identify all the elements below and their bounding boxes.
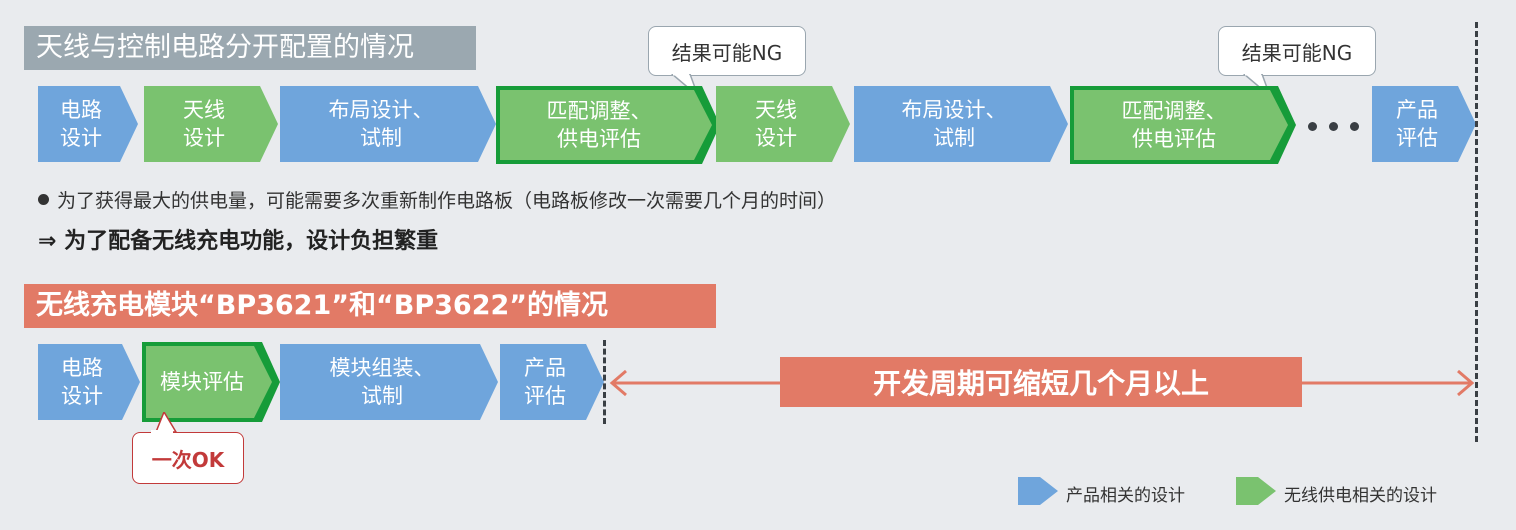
ellipsis-icon (1302, 116, 1365, 135)
note-result: ⇒ 为了配备无线充电功能，设计负担繁重 (38, 229, 439, 254)
result-ng-callout-2: 结果可能NG (1218, 26, 1376, 76)
step-layout-prototype-2: 布局设计、 试制 (854, 86, 1068, 162)
step-label: 匹配调整、 供电评估 (1121, 99, 1227, 151)
result-ng-callout-1: 结果可能NG (648, 26, 806, 76)
step-matching-eval-2: 匹配调整、 供电评估 (1074, 90, 1288, 160)
legend-product-label: 产品相关的设计 (1066, 486, 1185, 506)
end-marker-line (1475, 22, 1478, 442)
step-label: 天线 设计 (183, 98, 225, 150)
step-label: 匹配调整、 供电评估 (546, 99, 652, 151)
legend-wireless-label: 无线供电相关的设计 (1284, 486, 1437, 506)
step2-module-assembly: 模块组装、 试制 (280, 344, 498, 420)
step-label: 电路 设计 (60, 98, 102, 150)
ok-callout: 一次OK (132, 432, 244, 484)
bullet-icon (38, 194, 49, 205)
callout-text: 结果可能NG (1241, 40, 1353, 65)
section2-title: 无线充电模块“BP3621”和“BP3622”的情况 (24, 284, 716, 328)
step2-module-eval: 模块评估 (146, 346, 272, 418)
ok-callout-text: 一次OK (151, 447, 225, 472)
ok-callout-joint (151, 430, 173, 434)
step2-circuit-design: 电路 设计 (38, 344, 140, 420)
step-layout-prototype: 布局设计、 试制 (280, 86, 496, 162)
step-antenna-design: 天线 设计 (144, 86, 278, 162)
step-label: 布局设计、 试制 (328, 98, 434, 150)
step-matching-eval: 匹配调整、 供电评估 (500, 90, 712, 160)
legend-product-swatch (1018, 477, 1058, 505)
step-label: 模块组装、 试制 (329, 356, 435, 408)
section1-title: 天线与控制电路分开配置的情况 (24, 26, 476, 70)
shorten-cycle-banner: 开发周期可缩短几个月以上 (780, 357, 1302, 407)
callout-text: 结果可能NG (671, 40, 783, 65)
step-label: 产品 评估 (524, 356, 566, 408)
step-antenna-design-2: 天线 设计 (716, 86, 850, 162)
step-label: 产品 评估 (1396, 98, 1438, 150)
note-bullet-text: 为了获得最大的供电量，可能需要多次重新制作电路板（电路板修改一次需要几个月的时间… (57, 190, 837, 212)
step-label: 布局设计、 试制 (901, 98, 1007, 150)
step-label: 天线 设计 (755, 98, 797, 150)
step-circuit-design: 电路 设计 (38, 86, 138, 162)
note-bullet: 为了获得最大的供电量，可能需要多次重新制作电路板（电路板修改一次需要几个月的时间… (38, 186, 836, 213)
legend-wireless-swatch (1236, 477, 1276, 505)
step2-product-eval: 产品 评估 (500, 344, 604, 420)
short-end-marker-line (603, 340, 606, 424)
step-product-eval: 产品 评估 (1372, 86, 1476, 162)
step-label: 模块评估 (160, 370, 244, 394)
step-label: 电路 设计 (61, 356, 103, 408)
